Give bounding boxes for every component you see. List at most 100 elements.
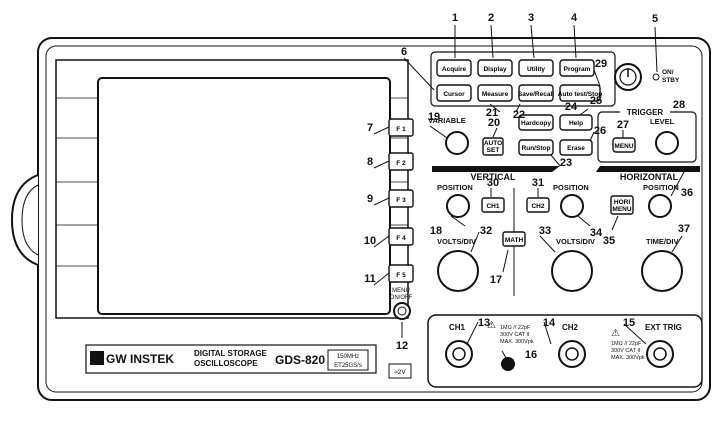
callout-23: 23 — [560, 157, 572, 169]
callout-9: 9 — [367, 193, 373, 205]
f4-button[interactable]: F 4 — [388, 227, 414, 246]
run-stop-button[interactable]: Run/Stop — [518, 139, 554, 156]
f2-button[interactable]: F 2 — [388, 152, 414, 171]
ext-trig-label: EXT TRIG — [645, 323, 682, 332]
callout-28: 28 — [673, 99, 685, 111]
ch1-position-label: POSITION — [437, 183, 473, 192]
callout-10: 10 — [364, 235, 376, 247]
f1-button[interactable]: F 1 — [388, 118, 414, 137]
on-stby-label-2: STBY — [662, 77, 680, 84]
callout-36: 36 — [681, 187, 693, 199]
on-stby-label-1: ON/ — [662, 69, 674, 76]
f5-button[interactable]: F 5 — [388, 264, 414, 283]
vertical-label: VERTICAL — [471, 172, 517, 182]
f3-button[interactable]: F 3 — [388, 189, 414, 208]
vertical-section-bar — [432, 166, 560, 172]
ch2-button[interactable]: CH2 — [526, 197, 550, 213]
hardcopy-button[interactable]: Hardcopy — [518, 114, 554, 131]
ground-terminal[interactable] — [501, 357, 515, 371]
callout-1: 1 — [452, 12, 458, 24]
measure-button[interactable]: Measure — [477, 84, 513, 102]
ch1-spec-line-1: 1MΩ // 22pF — [500, 325, 531, 331]
trigger-menu-button[interactable]: MENU — [612, 137, 636, 153]
warning-icon-1: ⚠ — [487, 320, 496, 331]
screen-bezel-lines — [56, 97, 408, 267]
model-desc-2: OSCILLOSCOPE — [194, 359, 258, 368]
ext-spec-line-3: MAX. 300Vpk — [611, 355, 645, 361]
program-button[interactable]: Program — [559, 59, 595, 77]
ch2-volts-div-label: VOLTS/DIV — [556, 237, 595, 246]
ch2-position-label: POSITION — [553, 183, 589, 192]
svg-text:SET: SET — [487, 147, 500, 154]
display-button[interactable]: Display — [477, 59, 513, 77]
ch2-volts-div-knob[interactable] — [551, 250, 593, 292]
help-button[interactable]: Help — [559, 114, 593, 131]
callout-8: 8 — [367, 156, 373, 168]
gw-logo — [90, 351, 104, 365]
svg-text:F 3: F 3 — [396, 197, 406, 204]
callout-27: 27 — [617, 119, 629, 131]
callout-19: 19 — [428, 111, 440, 123]
horizontal-position-label: POSITION — [643, 183, 679, 192]
bandwidth-label-1: 150MHz — [337, 354, 359, 360]
callout-leader-lines — [373, 24, 685, 359]
callout-31: 31 — [532, 177, 544, 189]
svg-text:Acquire: Acquire — [442, 66, 467, 73]
callout-34: 34 — [590, 227, 603, 239]
svg-text:Program: Program — [564, 66, 591, 73]
ch2-position-knob[interactable] — [560, 194, 584, 218]
callout-18: 18 — [430, 225, 442, 237]
trigger-level-knob[interactable] — [655, 131, 679, 155]
svg-text:Help: Help — [569, 120, 583, 127]
model-desc-1: DIGITAL STORAGE — [194, 349, 268, 358]
svg-text:Hardcopy: Hardcopy — [521, 120, 551, 127]
utility-button[interactable]: Utility — [518, 59, 554, 77]
ch1-button[interactable]: CH1 — [481, 197, 505, 213]
callout-7: 7 — [367, 122, 373, 134]
side-handle — [10, 174, 39, 266]
callout-14: 14 — [543, 317, 556, 329]
horizontal-position-knob[interactable] — [648, 194, 672, 218]
svg-text:Auto test/Stop: Auto test/Stop — [558, 91, 602, 98]
callout-12: 12 — [396, 340, 408, 352]
svg-text:Erase: Erase — [567, 145, 585, 152]
callout-35: 35 — [603, 235, 615, 247]
probe-comp-terminal[interactable] — [388, 363, 412, 379]
math-button[interactable]: MATH — [502, 231, 526, 247]
model-number: GDS-820 — [275, 353, 325, 367]
erase-button[interactable]: Erase — [559, 139, 593, 156]
svg-text:Measure: Measure — [482, 91, 509, 98]
callout-22: 22 — [513, 109, 525, 121]
standby-led — [652, 73, 660, 81]
brand-name: GW INSTEK — [106, 352, 174, 366]
horizontal-section-bar — [596, 166, 700, 172]
instrument-bezel — [45, 45, 703, 393]
callout-6: 6 — [401, 46, 407, 58]
callout-29: 29 — [595, 58, 607, 70]
save-recall-button[interactable]: Save/Recall — [518, 84, 554, 102]
svg-text:Save/Recall: Save/Recall — [518, 91, 554, 98]
warning-icon-2: ⚠ — [611, 328, 620, 339]
ch1-position-knob[interactable] — [446, 194, 470, 218]
svg-text:AUTO: AUTO — [484, 140, 502, 147]
horizontal-label: HORIZONTAL — [620, 172, 679, 182]
ch1-volts-div-knob[interactable] — [437, 250, 479, 292]
callout-11: 11 — [364, 273, 376, 285]
auto-test-stop-button[interactable]: Auto test/Stop — [558, 84, 602, 102]
variable-knob[interactable] — [445, 131, 469, 155]
svg-text:MENU: MENU — [614, 143, 633, 150]
callout-5: 5 — [652, 13, 658, 25]
svg-text:MATH: MATH — [505, 237, 524, 244]
svg-text:Run/Stop: Run/Stop — [522, 145, 551, 152]
callout-37: 37 — [678, 223, 690, 235]
acquire-button[interactable]: Acquire — [436, 59, 472, 77]
svg-text:CH2: CH2 — [531, 203, 544, 210]
level-label: LEVEL — [650, 117, 675, 126]
time-div-knob[interactable] — [641, 250, 683, 292]
ch2-input-label: CH2 — [562, 323, 579, 332]
svg-text:F 4: F 4 — [396, 235, 406, 242]
cursor-button[interactable]: Cursor — [436, 84, 472, 102]
